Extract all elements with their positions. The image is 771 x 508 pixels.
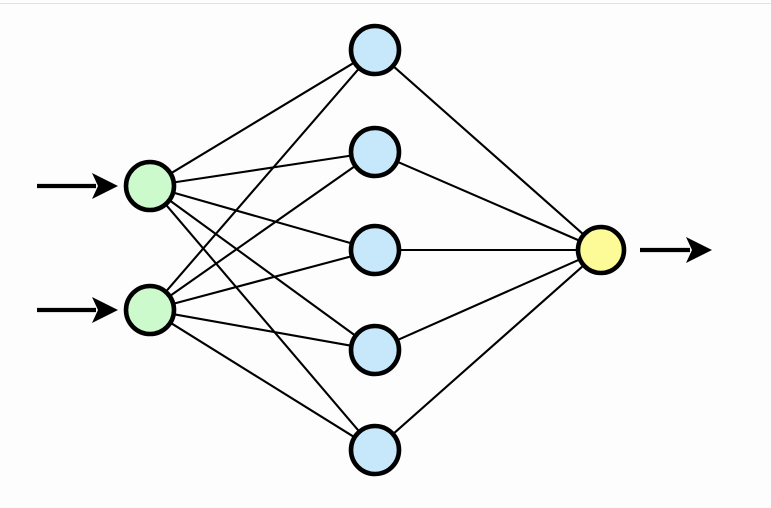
edge-h5-o1 — [392, 264, 584, 435]
edge-i1-h2 — [173, 154, 352, 184]
node-input-2[interactable] — [123, 283, 177, 337]
edge-i1-h5 — [165, 204, 360, 432]
node-hidden-1[interactable] — [348, 23, 402, 77]
edge-i1-h1 — [170, 61, 355, 175]
edge-i1-h3 — [173, 191, 352, 245]
edge-h4-o1 — [396, 258, 580, 341]
edge-i1-h4 — [169, 199, 356, 337]
edge-i2-h3 — [173, 255, 352, 305]
arrow-head — [686, 237, 712, 263]
nodes-group — [123, 23, 627, 477]
output-arrow-out1 — [640, 237, 712, 263]
edge-h2-o1 — [397, 160, 580, 242]
edge-i2-h2 — [169, 165, 356, 297]
edges-group — [165, 61, 584, 438]
input-arrow-in1 — [37, 173, 118, 199]
edge-i2-h1 — [165, 68, 360, 292]
io-arrows-group — [37, 173, 712, 323]
node-hidden-2[interactable] — [348, 125, 402, 179]
top-divider-rule — [0, 0, 771, 4]
edge-i2-h5 — [170, 322, 355, 438]
node-input-1[interactable] — [123, 159, 177, 213]
node-hidden-3[interactable] — [348, 223, 402, 277]
input-arrow-in2 — [37, 297, 118, 323]
edge-h1-o1 — [392, 65, 584, 236]
arrow-head — [92, 297, 118, 323]
arrow-head — [92, 173, 118, 199]
node-hidden-4[interactable] — [348, 323, 402, 377]
edge-i2-h4 — [173, 313, 352, 347]
node-output-1[interactable] — [575, 224, 627, 276]
node-hidden-5[interactable] — [348, 423, 402, 477]
